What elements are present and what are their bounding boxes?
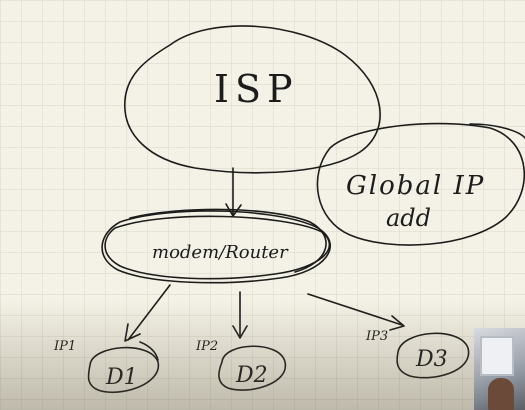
global-ip-ellipse (316, 122, 525, 246)
router-to-d2-arrow (232, 291, 248, 339)
isp-to-router-arrow (225, 167, 242, 217)
router-ellipse (101, 210, 331, 284)
global-ip-ellipse-stroke2 (469, 123, 525, 139)
router-ellipse-2 (104, 215, 331, 280)
d3-ip-label: IP3 (365, 329, 388, 344)
router-ellipse-3 (129, 208, 327, 273)
webcam-window (480, 336, 514, 376)
router-label: modem/Router (152, 242, 289, 263)
d2-circle (218, 345, 286, 391)
isp-cloud (124, 25, 381, 174)
isp-label: ISP (214, 67, 299, 111)
d3-circle (396, 332, 470, 379)
d3-label: D3 (415, 347, 448, 372)
d1-label: D1 (105, 365, 138, 390)
d2-ip-label: IP2 (195, 339, 218, 354)
webcam-person (488, 378, 514, 410)
d1-circle (87, 346, 159, 394)
router-to-d3-arrow (307, 293, 405, 331)
router-to-d1-arrow (124, 284, 171, 342)
global-ip-label: Global IP (346, 171, 485, 201)
global-ip-add-label: add (386, 204, 431, 232)
d2-label: D2 (235, 363, 268, 388)
d1-ip-label: IP1 (53, 339, 76, 354)
webcam-overlay (474, 328, 525, 410)
d1-circle-2 (139, 341, 159, 361)
